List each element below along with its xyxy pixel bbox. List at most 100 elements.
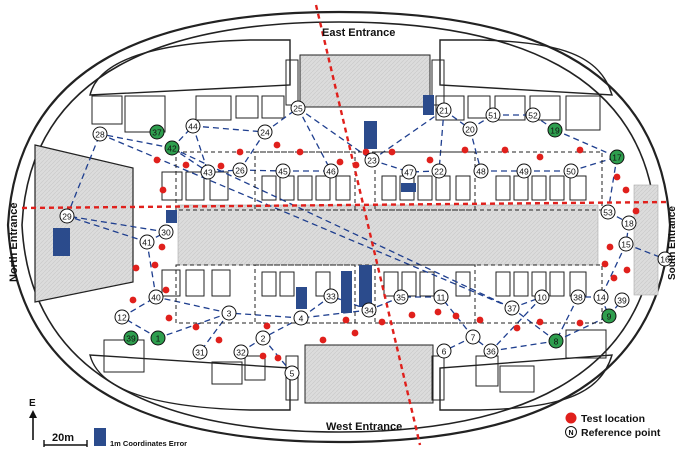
reference-point-label: 42 [167,144,177,154]
reference-point-label: 23 [367,156,377,166]
reference-point-marker [547,122,563,138]
test-location-dot [162,286,170,294]
reference-point-label: 16 [660,255,670,265]
route-segment [192,125,209,173]
route-segment [155,296,230,314]
shop-block [91,95,123,125]
reference-point-label: 46 [326,167,336,177]
reference-point-label: 14 [596,293,606,303]
test-location-dot [351,329,359,337]
reference-point-label: 7 [471,333,476,343]
reference-point-label: 52 [528,111,538,121]
reference-point-label: 36 [486,347,496,357]
route-segment [570,156,618,172]
shop-block [124,95,166,133]
shop-block [513,175,529,201]
reference-point-marker [483,343,499,359]
reference-point-marker [148,289,164,305]
test-location-dot [601,260,609,268]
coordinate-error-boxes [53,95,434,313]
shop-block [195,95,232,121]
shop-block [513,271,529,297]
reference-point: 11 [433,289,449,305]
reference-point-label: 21 [439,106,449,116]
reference-point-label: 15 [621,240,631,250]
reference-point-marker [534,289,550,305]
reference-point-marker [293,310,309,326]
reference-point-label: 26 [235,166,245,176]
shop-block [244,355,266,381]
reference-point-label: 24 [260,128,270,138]
test-location-dot [501,146,509,154]
shop-block [209,171,229,201]
reference-point: 10 [534,289,550,305]
shop-block [455,271,471,297]
test-location-dot [342,316,350,324]
reference-point: 23 [364,152,380,168]
coordinate-error-box [53,228,70,256]
route-segment [171,147,209,173]
reference-point-marker [149,124,165,140]
test-location-dot [610,274,618,282]
reference-point-marker [525,107,541,123]
route-segment [99,133,173,149]
error-legend-label: 1m Coordinates Error [110,439,187,448]
reference-point: 48 [473,163,489,179]
reference-point-label: 28 [95,130,105,140]
test-location-dot [536,318,544,326]
shop-block [549,175,565,201]
shop-block [431,59,445,106]
reference-point-label: 39 [617,296,627,306]
reference-point-marker [200,164,216,180]
error-legend: 1m Coordinates Error [94,428,187,448]
test-location-dot [352,161,360,169]
reference-point: 26 [232,162,248,178]
route-segment [171,147,513,309]
reference-point-marker [284,365,300,381]
test-location-dot [536,153,544,161]
reference-point-marker [621,215,637,231]
reference-point-marker [185,118,201,134]
east-lobe [439,39,613,96]
shop-block [455,175,471,201]
reference-point: 18 [621,215,637,231]
reference-point: 8 [548,333,564,349]
test-location-dot [132,264,140,272]
reference-point-label: 3 [227,309,232,319]
reference-point-label: 38 [573,293,583,303]
reference-point: 37 [149,124,165,140]
test-location-dot [622,186,630,194]
shop-block [335,175,351,201]
reference-point-label: 4 [299,314,304,324]
shop-block [279,175,295,201]
test-location-dot [632,207,640,215]
north-south-divider [21,200,671,210]
reference-point-label: 11 [437,293,446,303]
reference-point-marker [465,329,481,345]
reference-point-label: 10 [537,293,547,303]
reference-point: 17 [609,149,625,165]
shop-block [161,269,181,297]
reference-point-marker [364,152,380,168]
route-segment [554,129,618,158]
reference-point-label: 41 [142,238,152,248]
test-location-dot [159,186,167,194]
reference-point: 16 [657,251,673,267]
reference-point: 38 [570,289,586,305]
reference-point: 4 [293,310,309,326]
shop-block [435,95,465,121]
shop-block [211,269,231,297]
reference-point-marker [233,344,249,360]
reference-point-label: 18 [624,219,634,229]
route-segment [438,109,445,172]
shop-blocks [91,59,607,401]
shop-block [431,355,445,401]
reference-point-marker [657,251,673,267]
shop-block [185,171,205,201]
test-location-dot [158,243,166,251]
reference-point: 41 [139,234,155,250]
map-legend: Test location N Reference point [565,412,661,439]
shop-block [565,95,601,131]
